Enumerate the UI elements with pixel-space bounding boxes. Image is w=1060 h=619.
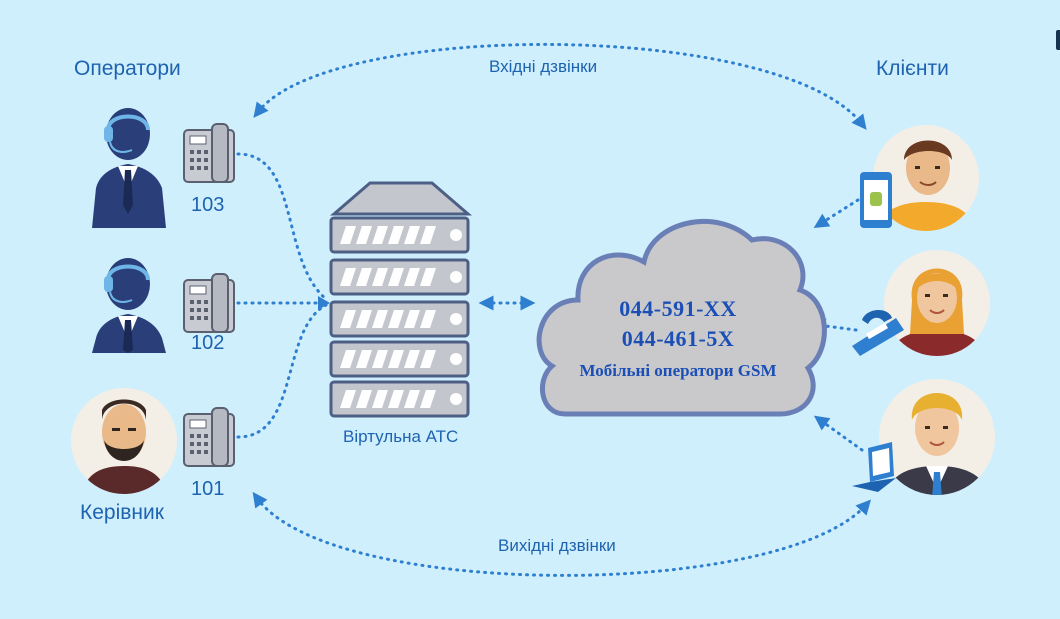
laptop-icon bbox=[852, 442, 896, 492]
extension-101: 101 bbox=[191, 478, 225, 500]
clients-title: Клієнти bbox=[876, 57, 949, 80]
pbx-arrow-head bbox=[318, 296, 330, 310]
manager-title: Керівник bbox=[80, 501, 164, 524]
outgoing-calls-arrow bbox=[252, 491, 872, 577]
cloud-number-2: 044-461-5X bbox=[621, 326, 735, 351]
client-avatar-icon bbox=[884, 250, 990, 356]
smartphone-icon bbox=[860, 172, 892, 228]
extension-102: 102 bbox=[191, 332, 225, 354]
edge-tab bbox=[1056, 30, 1060, 50]
cloud-icon bbox=[536, 218, 827, 417]
virtual-pbx-label: Віртульна АТС bbox=[343, 427, 459, 446]
client-arrows bbox=[810, 198, 864, 452]
incoming-calls-arrow bbox=[253, 42, 867, 130]
desk-phone-icon bbox=[183, 123, 235, 183]
manager-avatar-icon bbox=[71, 388, 177, 494]
incoming-calls-label: Вхідні дзвінки bbox=[489, 57, 598, 76]
landline-phone-icon bbox=[852, 309, 904, 356]
phone-connections bbox=[236, 152, 328, 439]
outgoing-calls-label: Вихідні дзвінки bbox=[498, 536, 616, 555]
client-avatar-icon bbox=[873, 125, 979, 231]
desk-phone-icon bbox=[183, 407, 235, 467]
operators-title: Оператори bbox=[74, 57, 181, 80]
operator-headset-icon bbox=[92, 108, 166, 228]
desk-phone-icon bbox=[183, 273, 235, 333]
client-avatar-icon bbox=[879, 379, 995, 495]
cloud-subtitle: Мобільні оператори GSM bbox=[579, 361, 777, 380]
cloud-number-1: 044-591-XX bbox=[619, 296, 737, 321]
server-rack-icon bbox=[329, 181, 473, 418]
extension-103: 103 bbox=[191, 194, 225, 216]
operator-headset-icon bbox=[92, 258, 166, 353]
